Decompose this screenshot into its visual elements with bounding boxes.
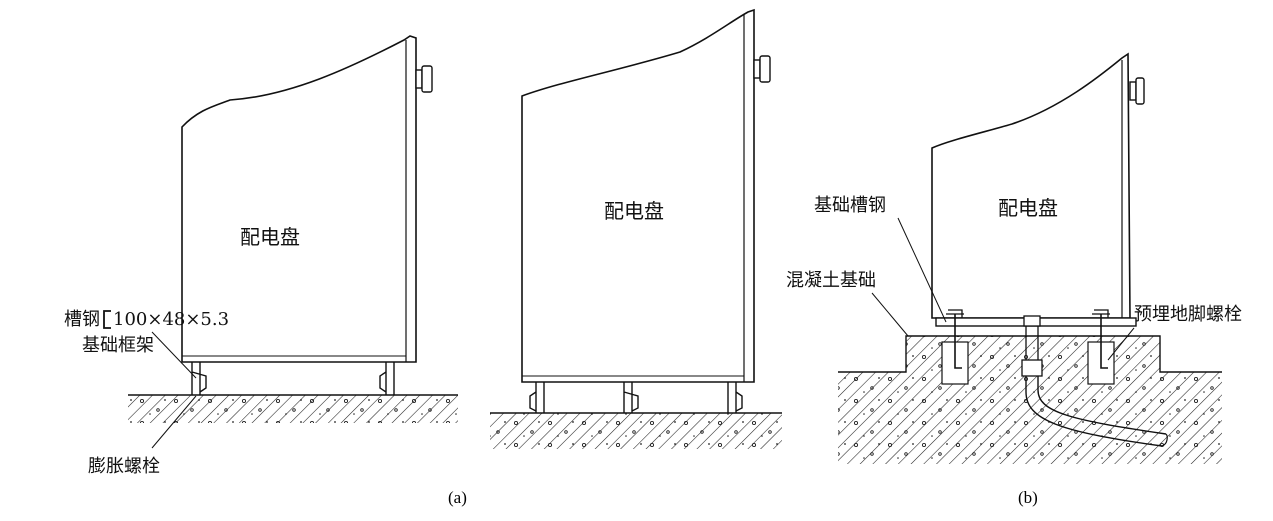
panel-mid xyxy=(521,8,755,383)
anchor-leader xyxy=(1107,327,1135,361)
channel-bracket-icon xyxy=(103,310,111,329)
concrete-base xyxy=(838,335,1222,464)
bolt-label: 膨胀螺栓 xyxy=(88,456,160,477)
bolt-leader xyxy=(151,395,197,449)
handle-icon xyxy=(753,55,771,83)
caption-b: (b) xyxy=(1018,488,1038,507)
frame-leader xyxy=(151,331,197,379)
channel-steel-label: 槽钢 100×48×5.3 xyxy=(64,309,229,330)
handle-icon xyxy=(1129,77,1145,105)
anchor-bolt-right xyxy=(1100,314,1108,369)
channel-label: 基础槽钢 xyxy=(814,195,886,216)
anchor-bolt-left xyxy=(954,314,962,369)
frame-label: 基础框架 xyxy=(82,335,154,356)
handle-icon xyxy=(415,65,433,93)
channel-steel-name: 槽钢 xyxy=(64,309,100,330)
frame-mid xyxy=(529,382,743,413)
anchor-label: 预埋地脚螺栓 xyxy=(1134,304,1242,325)
channel-leader xyxy=(897,217,947,323)
panel-left-label: 配电盘 xyxy=(240,225,300,249)
ground-mid xyxy=(490,412,782,449)
panel-right xyxy=(931,52,1131,319)
cable-conduit xyxy=(1021,315,1168,447)
concrete-leader xyxy=(871,292,909,337)
panel-right-label: 配电盘 xyxy=(998,196,1058,220)
channel-steel-spec: 100×48×5.3 xyxy=(113,309,229,330)
frame-left xyxy=(191,362,395,395)
panel-mid-label: 配电盘 xyxy=(604,199,664,223)
panel-left xyxy=(181,35,417,363)
concrete-label: 混凝土基础 xyxy=(786,270,876,291)
ground-left xyxy=(128,394,458,423)
caption-a: (a) xyxy=(448,488,467,507)
